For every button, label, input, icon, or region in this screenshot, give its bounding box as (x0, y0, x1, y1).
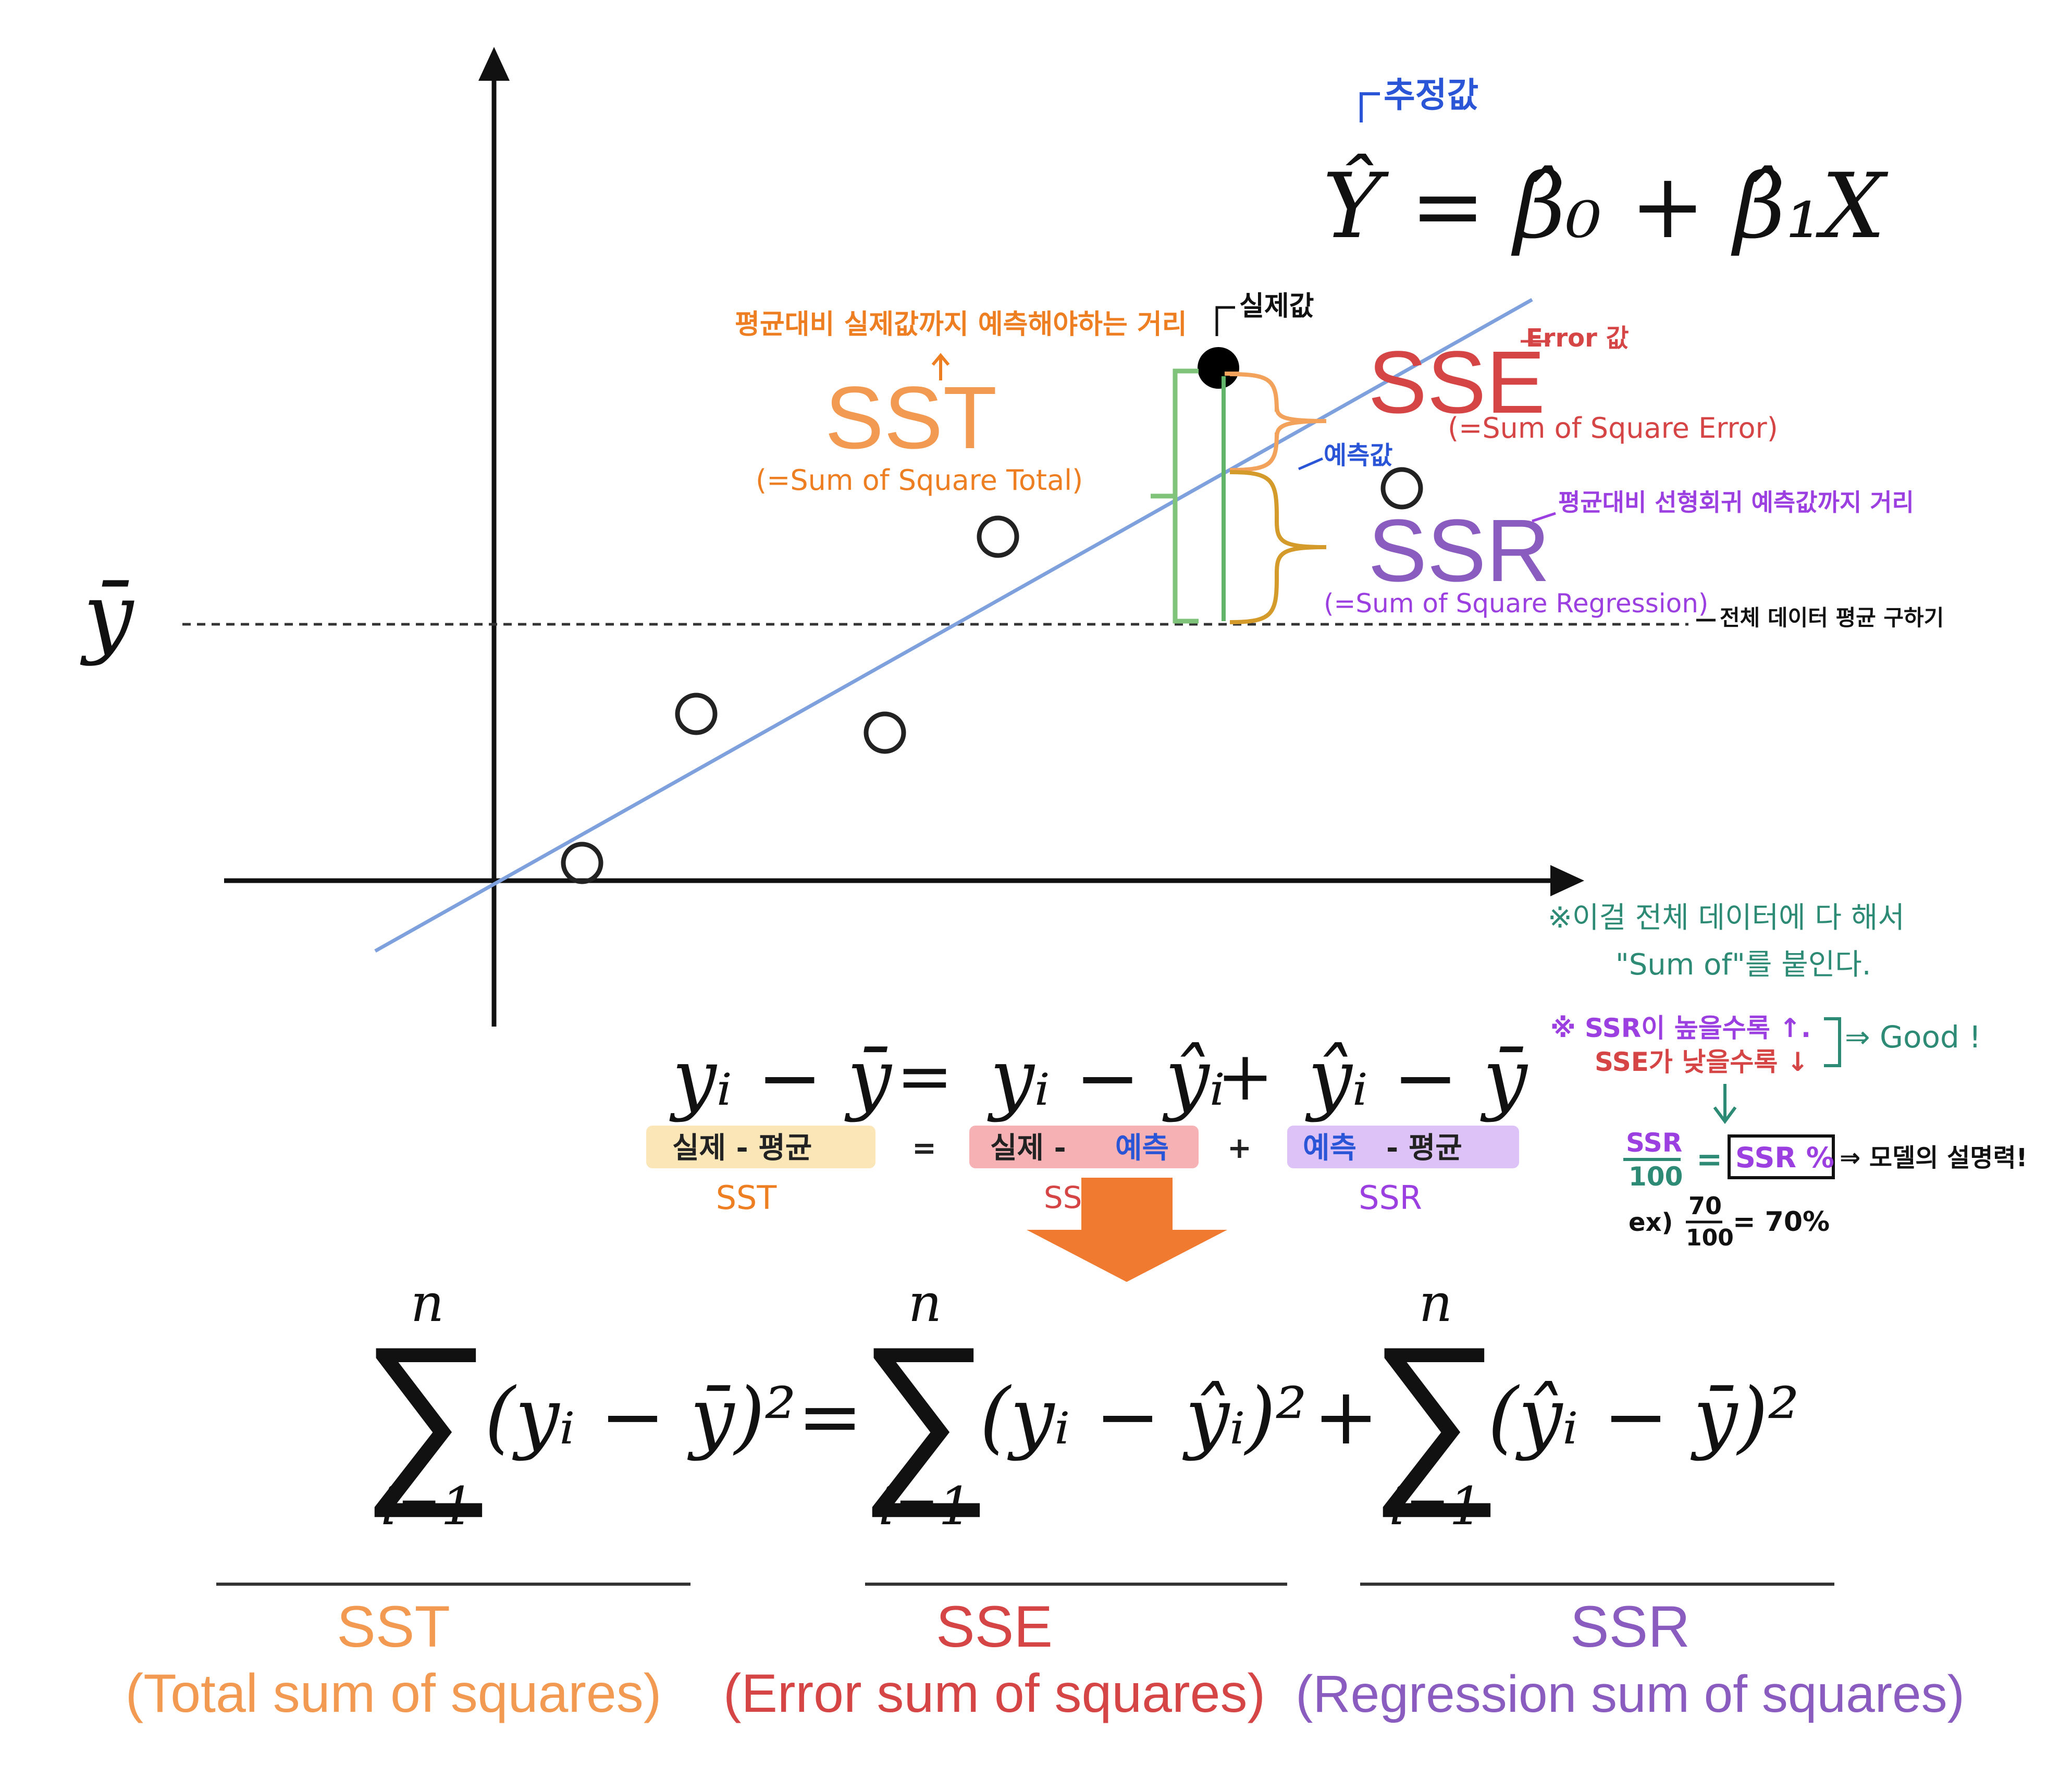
sum-term-2: (yᵢ − ŷᵢ)² (980, 1372, 1307, 1462)
data-point (864, 711, 906, 754)
ssr-full-name: (=Sum of Square Regression) (1324, 588, 1708, 619)
equation-term-sst: yᵢ − ȳ (669, 1033, 893, 1123)
side-note-1-line-1: ※이걸 전체 데이터에 다 해서 (1548, 901, 1905, 935)
model-explanation-note: ⇒ 모델의 설명력! (1840, 1143, 2028, 1172)
sum-lower-1: i=1 (380, 1476, 474, 1537)
sum-formula: n ∑ i=1 (yᵢ − ȳ)² = n ∑ i=1 (yᵢ − ŷᵢ)² +… (361, 1273, 1799, 1537)
estimate-note-arrow-icon (1360, 92, 1380, 122)
ssr-note: 평균대비 선형회귀 예측값까지 거리 (1558, 488, 1914, 516)
estimate-note: 추정값 (1384, 75, 1478, 115)
error-note: Error 값 (1526, 324, 1629, 353)
legend-sse: SSE (936, 1594, 1053, 1659)
fraction-denominator: 100 (1629, 1162, 1683, 1192)
equation-note-sst: 실제 - 평균 (672, 1131, 812, 1165)
highlight-ssr (1287, 1126, 1519, 1168)
fraction-numerator: SSR (1626, 1128, 1682, 1158)
x-axis-arrow-icon (1550, 865, 1584, 896)
highlight-sst (646, 1126, 875, 1168)
equation-note-equals: = (912, 1131, 936, 1165)
ssr-percent-box (1728, 1134, 1835, 1179)
equation-term-sse: yᵢ − ŷᵢ (987, 1033, 1225, 1123)
sum-term-1: (yᵢ − ȳ)² (485, 1372, 796, 1462)
equation-note-sse-b: 예측 (1115, 1131, 1169, 1165)
data-point (675, 693, 718, 735)
ssr-label: SSR (1368, 501, 1550, 600)
side-note-1-line-2: "Sum of"를 붙인다. (1615, 948, 1871, 982)
data-point (561, 842, 603, 884)
actual-note: 실제값 (1239, 291, 1314, 322)
sum-upper-2: n (908, 1273, 942, 1334)
regression-equation: Ŷ = β̂₀ + β̂₁X (1323, 153, 1889, 258)
regression-line (374, 298, 1533, 953)
equation-note-plus: + (1227, 1131, 1252, 1165)
equation-label-sst: SST (716, 1179, 778, 1217)
sum-lower-2: i=1 (878, 1476, 971, 1537)
equation-plus: + (1217, 1036, 1274, 1116)
sigma-1-icon: ∑ (361, 1308, 495, 1518)
example-result: = 70% (1733, 1206, 1830, 1238)
highlight-sse (969, 1126, 1199, 1168)
side-note-bracket (1824, 1017, 1841, 1067)
equation-note-ssr-b: - 평균 (1386, 1131, 1462, 1165)
legend-sst: SST (337, 1594, 450, 1659)
sum-upper-1: n (411, 1273, 444, 1334)
sst-full-name: (=Sum of Square Total) (756, 464, 1083, 497)
ybar-label: ȳ (80, 564, 134, 668)
sigma-2-icon: ∑ (858, 1308, 992, 1518)
predicted-note: 예측값 (1324, 441, 1392, 470)
predicted-note-arrow-icon (1298, 457, 1323, 471)
sse-brace (1229, 372, 1327, 472)
ssr-percent: SSR % (1735, 1141, 1834, 1174)
legend-sst-desc: (Total sum of squares) (126, 1663, 662, 1724)
sst-note: 평균대비 실제값까지 예측해야하는 거리 (735, 309, 1187, 340)
equation-note-ssr-a: 예측 (1303, 1131, 1356, 1165)
down-arrow-big-icon (1027, 1178, 1227, 1282)
sst-bracket (1151, 368, 1199, 624)
actual-value-point (1198, 347, 1239, 389)
example-prefix: ex) (1629, 1208, 1673, 1237)
side-note-2-line-2: SSE가 낮을수록 ↓ (1595, 1047, 1809, 1077)
sum-term-3: (ŷᵢ − ȳ)² (1488, 1372, 1799, 1462)
ssr-note-arrow-icon (1532, 512, 1556, 523)
legend-ssr: SSR (1570, 1594, 1690, 1659)
data-point (1380, 467, 1423, 510)
equation-term-ssr: ŷᵢ − ȳ (1305, 1033, 1528, 1123)
ssr-brace (1229, 470, 1327, 624)
sum-upper-3: n (1419, 1273, 1452, 1334)
sst-note-arrow-icon (931, 353, 950, 380)
sum-plus: + (1313, 1372, 1379, 1462)
legend-ssr-desc: (Regression sum of squares) (1296, 1665, 1965, 1723)
good-note: ⇒ Good ! (1845, 1019, 1981, 1055)
equation-equals: = (896, 1036, 953, 1116)
fraction-equals: = (1696, 1141, 1722, 1178)
mean-note: 전체 데이터 평균 구하기 (1720, 605, 1944, 631)
legend-sse-desc: (Error sum of squares) (723, 1663, 1265, 1724)
sst-label: SST (825, 368, 997, 467)
equation-note-sse-a: 실제 - (990, 1131, 1066, 1165)
sse-label: SSE (1368, 333, 1545, 432)
sse-full-name: (=Sum of Square Error) (1448, 412, 1778, 444)
actual-note-arrow-icon (1215, 306, 1235, 336)
down-arrow-icon (1713, 1084, 1737, 1125)
y-axis-arrow-icon (478, 47, 510, 81)
sum-equals: = (797, 1372, 863, 1462)
sum-lower-3: i=1 (1389, 1476, 1482, 1537)
example-denominator: 100 (1686, 1225, 1734, 1251)
sigma-3-icon: ∑ (1369, 1308, 1503, 1518)
data-point (977, 515, 1019, 558)
side-note-2-line-1: ※ SSR이 높을수록 ↑. (1550, 1013, 1811, 1043)
equation-label-ssr: SSR (1359, 1179, 1422, 1217)
example-numerator: 70 (1688, 1192, 1722, 1220)
